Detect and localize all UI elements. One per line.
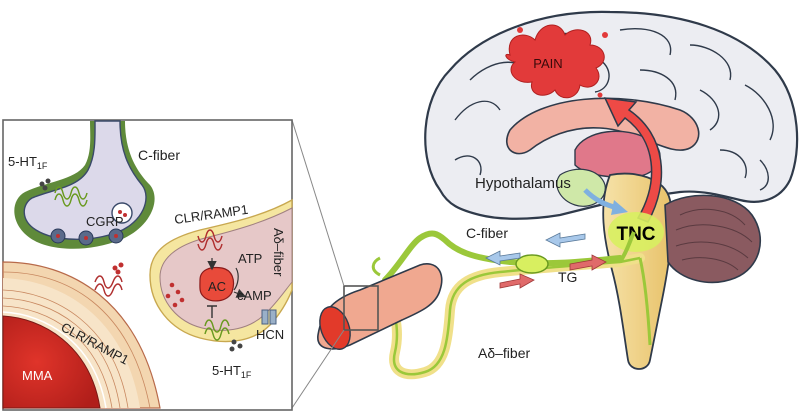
camp-arrow [233, 288, 247, 298]
pain-splash: PAIN [505, 24, 608, 99]
mma-label: MMA [22, 368, 53, 383]
c-fiber-main-label: C-fiber [466, 225, 508, 241]
zoom-box [343, 285, 379, 331]
adelta-fiber-main-label: Aδ–fiber [478, 345, 530, 361]
mma-vessel-wall [2, 261, 161, 409]
hcn-label: HCN [256, 327, 284, 342]
receptor-5ht1f-lower [204, 319, 230, 341]
adenylyl-cyclase: AC [199, 266, 235, 302]
hypothalamus-to-tnc-arrow [583, 188, 628, 215]
clr-ramp1-lower-receptor [94, 275, 123, 297]
cerebellum [664, 194, 761, 284]
meningeal-vessel [317, 263, 443, 350]
tnc-label: TNC [616, 224, 655, 245]
hypothalamus-label: Hypothalamus [475, 175, 571, 192]
cgrp-dots-lower [112, 262, 124, 275]
atp-label: ATP [238, 251, 262, 266]
signal-arrows [485, 232, 607, 289]
cgrp-label: CGRP [86, 214, 124, 229]
adelta-fiber-inset-label: Aδ–fiber [271, 228, 286, 277]
pain-label: PAIN [533, 56, 562, 71]
tg-label: TG [558, 269, 577, 285]
serotonin-dots-upper [39, 178, 51, 191]
receptor-5ht1f-upper [54, 186, 88, 207]
c-fiber-inset-label: C-fiber [138, 147, 180, 163]
ac-label: AC [208, 279, 226, 294]
receptor-5ht1f-lower-label: 5-HT1F [212, 363, 252, 380]
serotonin-dots-lower [229, 339, 243, 352]
hcn-channel [261, 309, 277, 325]
tnc: TNC [608, 212, 664, 252]
inset-panel: C-fiber CGRP 5-HT1F MMA CLR/RAMP [2, 119, 293, 411]
clr-ramp1-upper-receptor [197, 229, 223, 251]
receptor-5ht1f-upper-label: 5-HT1F [8, 154, 48, 171]
inhibition-bar [207, 305, 217, 318]
cgrp-vesicles [50, 202, 133, 246]
camp-label: cAMP [237, 288, 272, 303]
terminal-granules [165, 282, 185, 308]
zoom-lines [291, 119, 345, 409]
atp-arrow [233, 267, 239, 291]
cerebellum-folia [675, 208, 753, 271]
tg-ganglion [515, 254, 549, 274]
ascending-pain-arrow [603, 97, 663, 223]
